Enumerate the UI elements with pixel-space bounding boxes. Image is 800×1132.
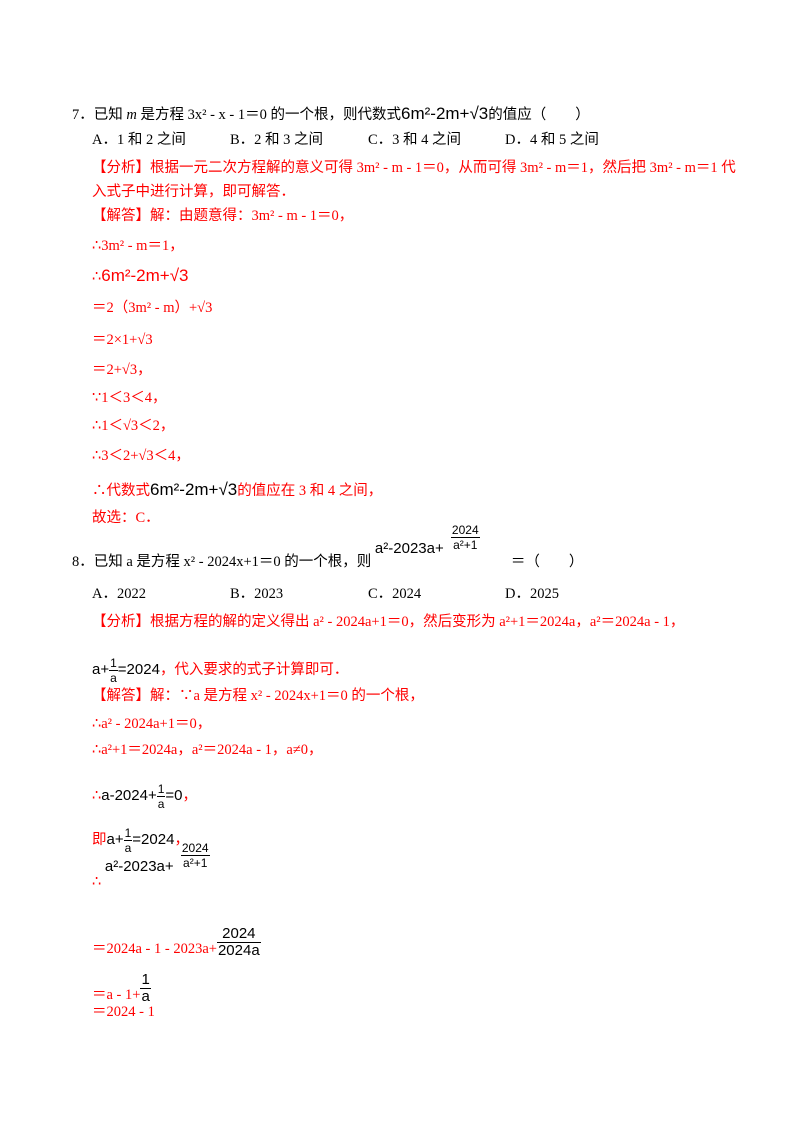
q8-s6-left: ＝2024a - 1 - 2023a+ <box>92 941 217 957</box>
q8-s3-num: 1 <box>156 782 166 797</box>
q8-an2-den: a <box>110 671 117 685</box>
q8-s4-right: =2024 <box>132 830 175 848</box>
q7-step-1: ∴3m² - m＝1， <box>92 238 184 254</box>
q8-s4-den: a <box>124 841 132 855</box>
q7-step-4: ＝2×1+√3 <box>92 332 153 348</box>
q7-expression: 6m²-2m+√3 <box>401 104 489 123</box>
q8-answer-head: 【解答】解：∵a 是方程 x² - 2024x+1＝0 的一个根， <box>92 688 424 704</box>
q7-answer-head: 【解答】解：由题意得：3m² - m - 1＝0， <box>92 208 354 224</box>
q8-s7-num: 1 <box>140 971 151 989</box>
q7-option-c: C．3 和 4 之间 <box>368 132 462 148</box>
q7-step-2: ∴6m²-2m+√3 <box>92 266 189 287</box>
q8-an2-num: 1 <box>109 656 118 671</box>
q7-step-9-expr: 6m²-2m+√3 <box>150 480 238 499</box>
q8-stem-frac-den: a²+1 <box>453 537 478 552</box>
q7-analysis-line2: 入式子中进行计算，即可解答． <box>92 184 295 200</box>
q8-s6-den: 2024a <box>217 942 260 959</box>
q7-step-8: ∴3＜2+√3＜4， <box>92 448 190 464</box>
q8-step-8: ＝2024 - 1 <box>92 1004 155 1020</box>
q7-step-5: ＝2+√3， <box>92 362 152 378</box>
q8-option-a: A．2022 <box>92 586 146 602</box>
q8-s3-right: =0 <box>165 786 183 804</box>
q8-s5-den: a²+1 <box>183 855 208 870</box>
q8-stem: 8．已知 a 是方程 x² - 2024x+1＝0 的一个根，则 a²-2023… <box>72 523 584 573</box>
q8-s7-left: ＝a - 1+ <box>92 987 141 1003</box>
q8-s3-prefix: ∴ <box>92 787 102 804</box>
q7-step-2-expr: 6m²-2m+√3 <box>101 266 189 285</box>
q8-s7-den: a <box>141 988 150 1005</box>
q8-option-c: C．2024 <box>368 586 422 602</box>
q7-option-d: D．4 和 5 之间 <box>505 132 599 148</box>
q7-step-10: 故选：C． <box>92 510 160 526</box>
q7-stem-mid: 是方程 3x² - x - 1＝0 的一个根，则代数式 <box>136 107 401 123</box>
q8-s5-num: 2024 <box>180 840 210 856</box>
q7-step-7: ∴1＜√3＜2， <box>92 418 175 434</box>
q7-step-6: ∵1＜3＜4， <box>92 390 167 406</box>
q7-step-2-prefix: ∴ <box>92 269 102 285</box>
q8-s4-num: 1 <box>123 826 133 841</box>
q8-an2-right: =2024 <box>117 660 160 678</box>
q7-option-a: A．1 和 2 之间 <box>92 132 186 148</box>
q7-stem-pre: 7．已知 <box>72 107 127 123</box>
q8-step-1: ∴a² - 2024a+1＝0， <box>92 716 212 732</box>
q7-stem-var: m <box>126 107 137 123</box>
q7-step-3: ＝2（3m² - m）+√3 <box>92 300 213 316</box>
q8-s6-num: 2024 <box>216 926 261 943</box>
q8-stem-frac-num: 2024 <box>450 522 480 538</box>
q8-s5-fraction: a²-2023a+ 2024 a²+1 <box>105 841 235 893</box>
q8-option-b: B．2023 <box>230 586 284 602</box>
q7-step-9: ∴代数式6m²-2m+√3的值应在 3 和 4 之间， <box>92 480 382 501</box>
q8-s3-left: a-2024+ <box>101 786 157 804</box>
q7-step-9-prefix: ∴代数式 <box>92 483 150 499</box>
q7-stem-post: 的值应（ ） <box>488 107 590 123</box>
q8-option-d: D．2025 <box>505 586 559 602</box>
q8-step-5: ∴ a²-2023a+ 2024 a²+1 <box>92 841 235 893</box>
q8-s5-frac: 2024 a²+1 <box>180 840 210 870</box>
q8-an2-left: a+ <box>92 660 110 678</box>
q8-s4-left: a+ <box>106 830 124 848</box>
q8-s5-prefix: ∴ <box>92 874 102 890</box>
q8-analysis-line1: 【分析】根据方程的解的定义得出 a² - 2024a+1＝0，然后变形为 a²+… <box>92 614 685 630</box>
q8-an2-tail: ，代入要求的式子计算即可． <box>159 661 349 678</box>
q7-analysis-line1: 【分析】根据一元二次方程解的意义可得 3m² - m - 1＝0，从而可得 3m… <box>92 160 736 176</box>
q8-stem-frac-left: a²-2023a+ <box>374 539 444 557</box>
q8-stem-text: 8．已知 a 是方程 x² - 2024x+1＝0 的一个根，则 <box>72 554 372 570</box>
q8-stem-fraction: a²-2023a+ 2024 a²+1 <box>375 523 511 573</box>
q8-stem-frac: 2024 a²+1 <box>450 522 480 552</box>
q7-option-b: B．2 和 3 之间 <box>230 132 324 148</box>
q8-step-2: ∴a²+1＝2024a，a²＝2024a - 1，a≠0， <box>92 742 323 758</box>
q8-stem-post: ＝（ ） <box>510 554 584 570</box>
q8-s3-tail: ， <box>182 787 198 804</box>
q8-s4-tail: ， <box>174 831 189 848</box>
q8-s3-den: a <box>157 797 165 811</box>
q7-stem: 7．已知 m 是方程 3x² - x - 1＝0 的一个根，则代数式6m²-2m… <box>72 104 590 125</box>
q7-step-9-tail: 的值应在 3 和 4 之间， <box>237 483 383 499</box>
q8-s5-left: a²-2023a+ <box>104 857 174 875</box>
q8-s4-prefix: 即 <box>92 831 107 848</box>
